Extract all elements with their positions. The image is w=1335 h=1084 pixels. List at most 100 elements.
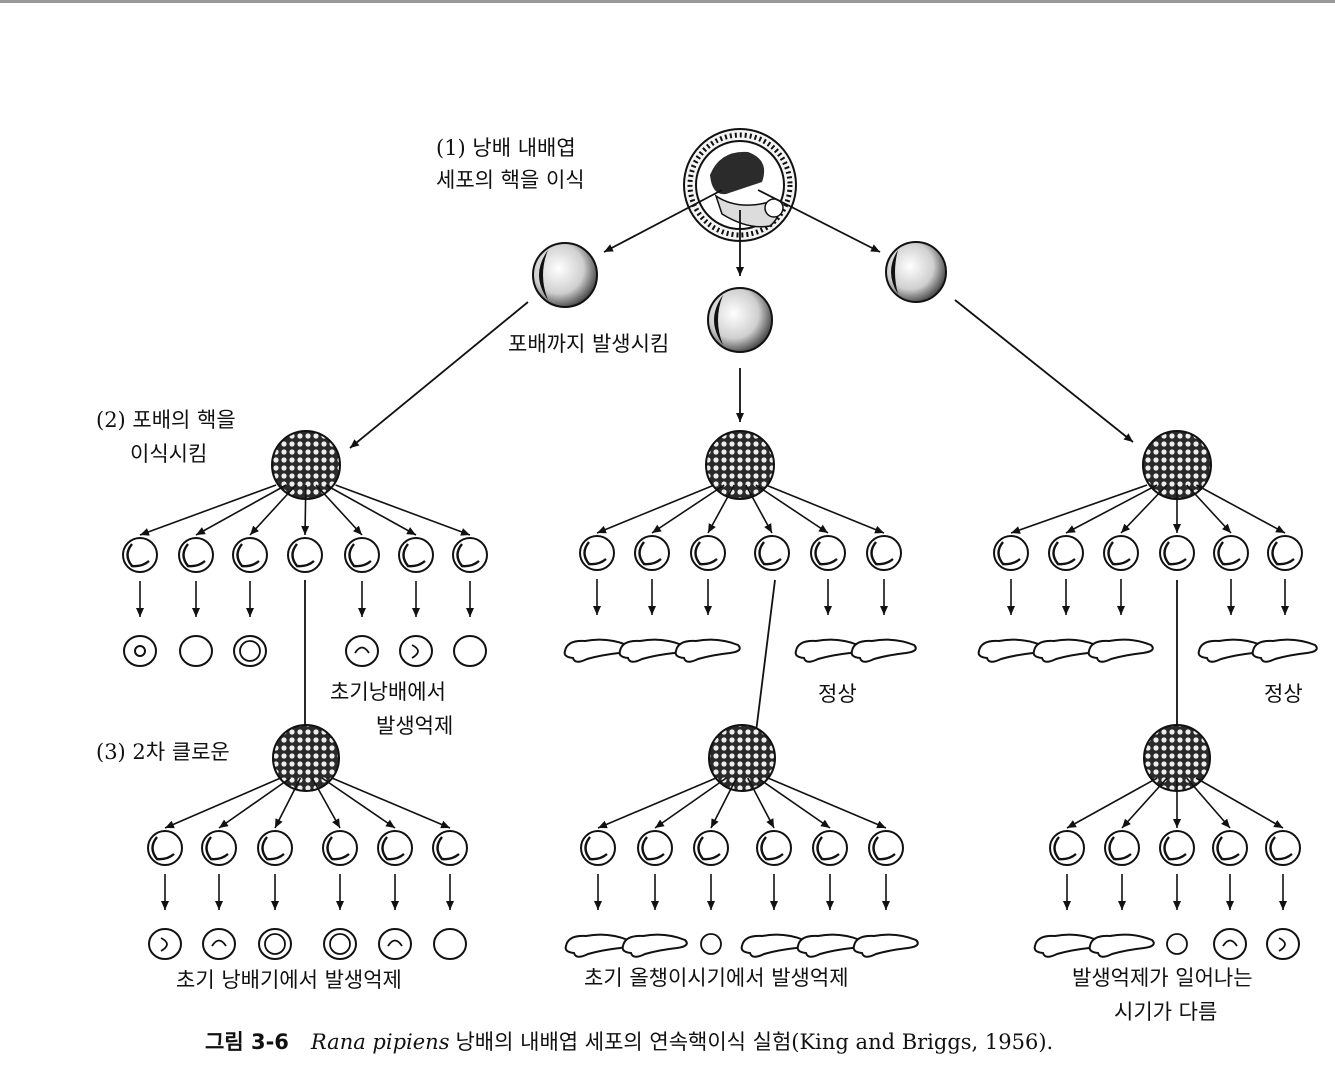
tadpole-outcome (794, 638, 861, 663)
tadpole-outcome (618, 638, 685, 663)
clone-egg (1265, 830, 1301, 866)
clone-egg (322, 830, 358, 866)
clone-egg (579, 535, 615, 571)
fan-arrow (164, 777, 281, 829)
arrested-embryo (453, 635, 487, 667)
fan-arrow (745, 484, 773, 534)
clone-egg (634, 535, 670, 571)
bottom-middle-label: 초기 올챙이시기에서 발생억제 (584, 966, 849, 990)
fan-arrow (755, 484, 829, 534)
arrested-embryo (378, 928, 412, 960)
clone-egg (287, 537, 323, 573)
clone-egg (690, 535, 726, 571)
fan-arrow (195, 484, 287, 536)
down-arrows-generation-1 (136, 579, 1289, 617)
fan-arrow (597, 777, 717, 829)
fan-arrow (249, 484, 297, 536)
arrested-embryo (179, 635, 213, 667)
bottom-left-label: 초기 낭배기에서 발생억제 (176, 968, 402, 992)
tadpole-outcome (1087, 638, 1154, 663)
recipient-eggs (532, 241, 947, 353)
arrested-embryo (1266, 928, 1300, 960)
clone-egg (344, 537, 380, 573)
figure-number: 그림 3-6 (205, 1030, 289, 1054)
clone-egg (866, 535, 902, 571)
tadpole-outcome (621, 933, 688, 958)
fan-arrow (325, 484, 417, 536)
tadpole-outcome (740, 933, 807, 958)
clone-egg (637, 830, 673, 866)
clone-egg (257, 830, 293, 866)
clone-egg (1159, 830, 1195, 866)
fan-arrow (707, 484, 735, 534)
fan-arrows-generation-1 (139, 484, 1286, 536)
fan-arrow (1120, 484, 1168, 534)
develop-to-blastula-label: 포배까지 발생시킴 (508, 332, 670, 356)
normal-label-right: 정상 (1264, 682, 1303, 706)
clone-egg (756, 830, 792, 866)
fan-arrow (1065, 484, 1158, 534)
tadpole-outcome (1088, 933, 1155, 958)
fan-arrow (331, 777, 451, 829)
arrested-embryo (1213, 928, 1247, 960)
clone-egg (232, 537, 268, 573)
outcomes-generation-1 (123, 635, 1318, 667)
fan-arrow (765, 484, 885, 534)
fan-arrow (1186, 484, 1232, 534)
fan-arrow (767, 777, 887, 829)
arrest-gastrula-label-line1: 초기낭배에서 (330, 680, 446, 704)
tadpole-outcome (796, 933, 863, 958)
bottom-right-label-line1: 발생억제가 일어나는 (1072, 966, 1253, 990)
clone-eggs-generation-1 (122, 535, 1303, 573)
tadpole-outcome (564, 933, 631, 958)
fan-arrow (321, 777, 396, 829)
tadpole-outcome (852, 933, 919, 958)
tadpole-outcome (674, 638, 741, 663)
fan-arrow (747, 777, 775, 829)
clone-egg (1159, 535, 1195, 571)
fan-arrow (1196, 484, 1286, 534)
bottom-right-label-line2: 시기가 다름 (1114, 1000, 1218, 1024)
arrested-embryo (258, 928, 292, 960)
clone-egg (1048, 535, 1084, 571)
fan-arrow (757, 777, 831, 829)
clone-egg (1267, 535, 1303, 571)
arrested-embryo (202, 928, 236, 960)
clone-egg (993, 535, 1029, 571)
arrested-embryo (345, 635, 379, 667)
arrested-embryo (399, 635, 433, 667)
clone-egg (810, 535, 846, 571)
arrested-embryo (123, 635, 157, 667)
clone-egg (580, 830, 616, 866)
arrows-donor-to-eggs (603, 189, 881, 276)
clone-eggs-generation-2 (147, 830, 1301, 866)
clone-egg (201, 830, 237, 866)
species-name: Rana pipiens (310, 1030, 450, 1054)
top-rule (0, 0, 1335, 3)
clone-egg (754, 535, 790, 571)
fan-arrow (710, 777, 738, 829)
down-arrows-generation-2 (161, 874, 1287, 910)
clone-egg (693, 830, 729, 866)
fan-arrow (1121, 777, 1168, 829)
tadpole-outcome (850, 638, 917, 663)
blastulae-generation-1 (271, 430, 1212, 500)
fan-arrow (1195, 777, 1284, 829)
arrest-gastrula-label-line2: 발생억제 (376, 714, 454, 738)
step2-label-line2: 이식시킴 (130, 442, 208, 466)
clone-egg (147, 830, 183, 866)
fan-arrow (1066, 777, 1158, 829)
fan-arrow (1185, 777, 1231, 829)
clone-egg (398, 537, 434, 573)
fan-arrows-generation-2 (164, 777, 1284, 829)
fan-arrow (335, 484, 471, 536)
step1-label-line1: (1) 낭배 내배엽 (436, 136, 576, 160)
fan-arrow (301, 484, 310, 536)
clone-egg (432, 830, 468, 866)
step1-label-line2: 세포의 핵을 이식 (436, 168, 585, 192)
clone-egg (1103, 535, 1139, 571)
donor-gastrula-illustration (683, 128, 797, 242)
blastulae-generation-2 (272, 724, 1211, 792)
